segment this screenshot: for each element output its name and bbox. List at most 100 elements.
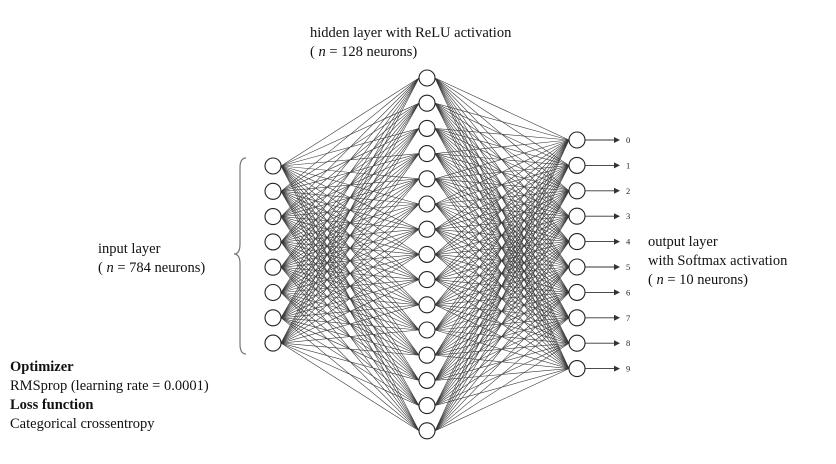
output-class-label: 3 <box>626 211 630 221</box>
input-hidden-connection <box>280 77 420 217</box>
hidden-output-connection <box>434 102 570 141</box>
input-neuron <box>264 208 282 226</box>
arrowhead-icon <box>614 314 620 321</box>
hidden-output-connection <box>434 128 570 141</box>
output-layer-count: ( n = 10 neurons) <box>648 272 749 288</box>
hidden-layer-count: ( n = 128 neurons) <box>310 44 418 60</box>
arrowhead-icon <box>614 264 620 270</box>
input-neuron <box>264 334 282 352</box>
hidden-neuron <box>418 69 436 87</box>
input-hidden-connection <box>280 153 420 344</box>
hidden-output-connection <box>434 139 570 255</box>
input-hidden-connection <box>280 77 420 243</box>
arrowhead-icon <box>614 238 620 245</box>
hidden-output-connection <box>434 139 570 406</box>
input-hidden-connection <box>280 254 420 344</box>
neuron-nodes <box>264 69 586 440</box>
input-hidden-connection <box>280 77 420 167</box>
hidden-output-connection <box>434 342 570 432</box>
hidden-output-connection <box>434 165 570 431</box>
output-neuron <box>568 233 586 251</box>
input-neuron <box>264 283 282 302</box>
output-class-label: 6 <box>626 287 630 297</box>
input-hidden-connection <box>280 342 420 356</box>
input-hidden-connection <box>280 178 420 344</box>
hidden-neuron <box>418 220 436 238</box>
hidden-output-connection <box>434 139 570 280</box>
input-hidden-connection <box>280 77 420 192</box>
output-class-label: 5 <box>626 262 630 272</box>
hidden-neuron <box>418 422 436 440</box>
output-neuron <box>568 360 586 378</box>
arrowhead-icon <box>614 340 620 347</box>
input-hidden-connection <box>280 342 420 381</box>
hidden-neuron <box>418 397 436 415</box>
hidden-output-connection <box>434 368 570 432</box>
input-layer-count: ( n = 784 neurons) <box>98 260 206 276</box>
hidden-neuron <box>418 296 436 314</box>
hidden-layer-title: hidden layer with ReLU activation <box>310 25 512 41</box>
hidden-layer-label: hidden layer with ReLU activation ( n = … <box>310 24 511 62</box>
output-neuron <box>568 283 586 301</box>
output-neuron <box>568 156 586 174</box>
arrowhead-icon <box>614 213 620 220</box>
input-neuron <box>264 157 282 175</box>
output-layer-title: output layer <box>648 234 718 250</box>
output-layer-label: output layer with Softmax activation ( n… <box>648 233 787 290</box>
hidden-output-connection <box>434 241 570 431</box>
input-hidden-connection <box>280 77 420 344</box>
input-layer-title: input layer <box>98 241 161 257</box>
output-class-label: 9 <box>626 364 630 374</box>
hidden-output-connection <box>434 77 570 141</box>
output-neuron <box>568 182 586 200</box>
arrowhead-icon <box>614 162 620 169</box>
input-hidden-connection <box>280 329 420 344</box>
hidden-neuron <box>418 271 436 289</box>
hidden-output-connection <box>434 216 570 431</box>
input-hidden-connection <box>280 304 420 344</box>
hidden-output-connection <box>434 266 570 431</box>
hidden-neuron <box>418 170 436 188</box>
connection-lines <box>280 77 570 432</box>
hidden-neuron <box>418 371 436 389</box>
input-layer-brace <box>233 157 247 355</box>
output-class-label: 0 <box>626 135 630 145</box>
output-class-label: 2 <box>626 186 630 196</box>
input-hidden-connection <box>280 77 420 318</box>
arrowhead-icon <box>614 289 620 296</box>
input-hidden-connection <box>280 203 420 344</box>
hidden-neuron <box>418 119 436 137</box>
hidden-output-connection <box>434 139 570 230</box>
output-layer-subtitle: with Softmax activation <box>648 253 788 269</box>
output-class-label: 8 <box>626 338 630 348</box>
input-neuron <box>264 233 282 251</box>
input-hidden-connection <box>280 128 420 344</box>
optimizer-value: RMSprop (learning rate = 0.0001) <box>10 378 209 394</box>
arrowhead-icon <box>614 365 620 372</box>
input-hidden-connection <box>280 77 420 268</box>
input-layer-label: input layer ( n = 784 neurons) <box>98 240 205 278</box>
arrowhead-icon <box>614 137 620 143</box>
hidden-output-connection <box>434 139 570 331</box>
input-hidden-connection <box>280 342 420 432</box>
input-hidden-connection <box>280 279 420 344</box>
input-hidden-connection <box>280 342 420 406</box>
output-neuron <box>568 207 586 225</box>
input-neuron <box>264 258 282 276</box>
arrowhead-icon <box>614 187 620 194</box>
hidden-output-connection <box>434 139 570 205</box>
output-class-label: 7 <box>626 313 630 323</box>
input-hidden-connection <box>280 77 420 293</box>
output-class-label: 4 <box>626 237 631 247</box>
hidden-output-connection <box>434 317 570 432</box>
hidden-neuron <box>418 94 436 112</box>
hidden-output-connection <box>434 190 570 431</box>
hidden-neuron <box>418 346 436 364</box>
optimizer-heading: Optimizer <box>10 359 74 375</box>
input-hidden-connection <box>280 103 420 344</box>
hidden-neuron <box>418 195 436 213</box>
output-neuron <box>568 258 586 276</box>
hidden-neuron <box>418 321 436 339</box>
